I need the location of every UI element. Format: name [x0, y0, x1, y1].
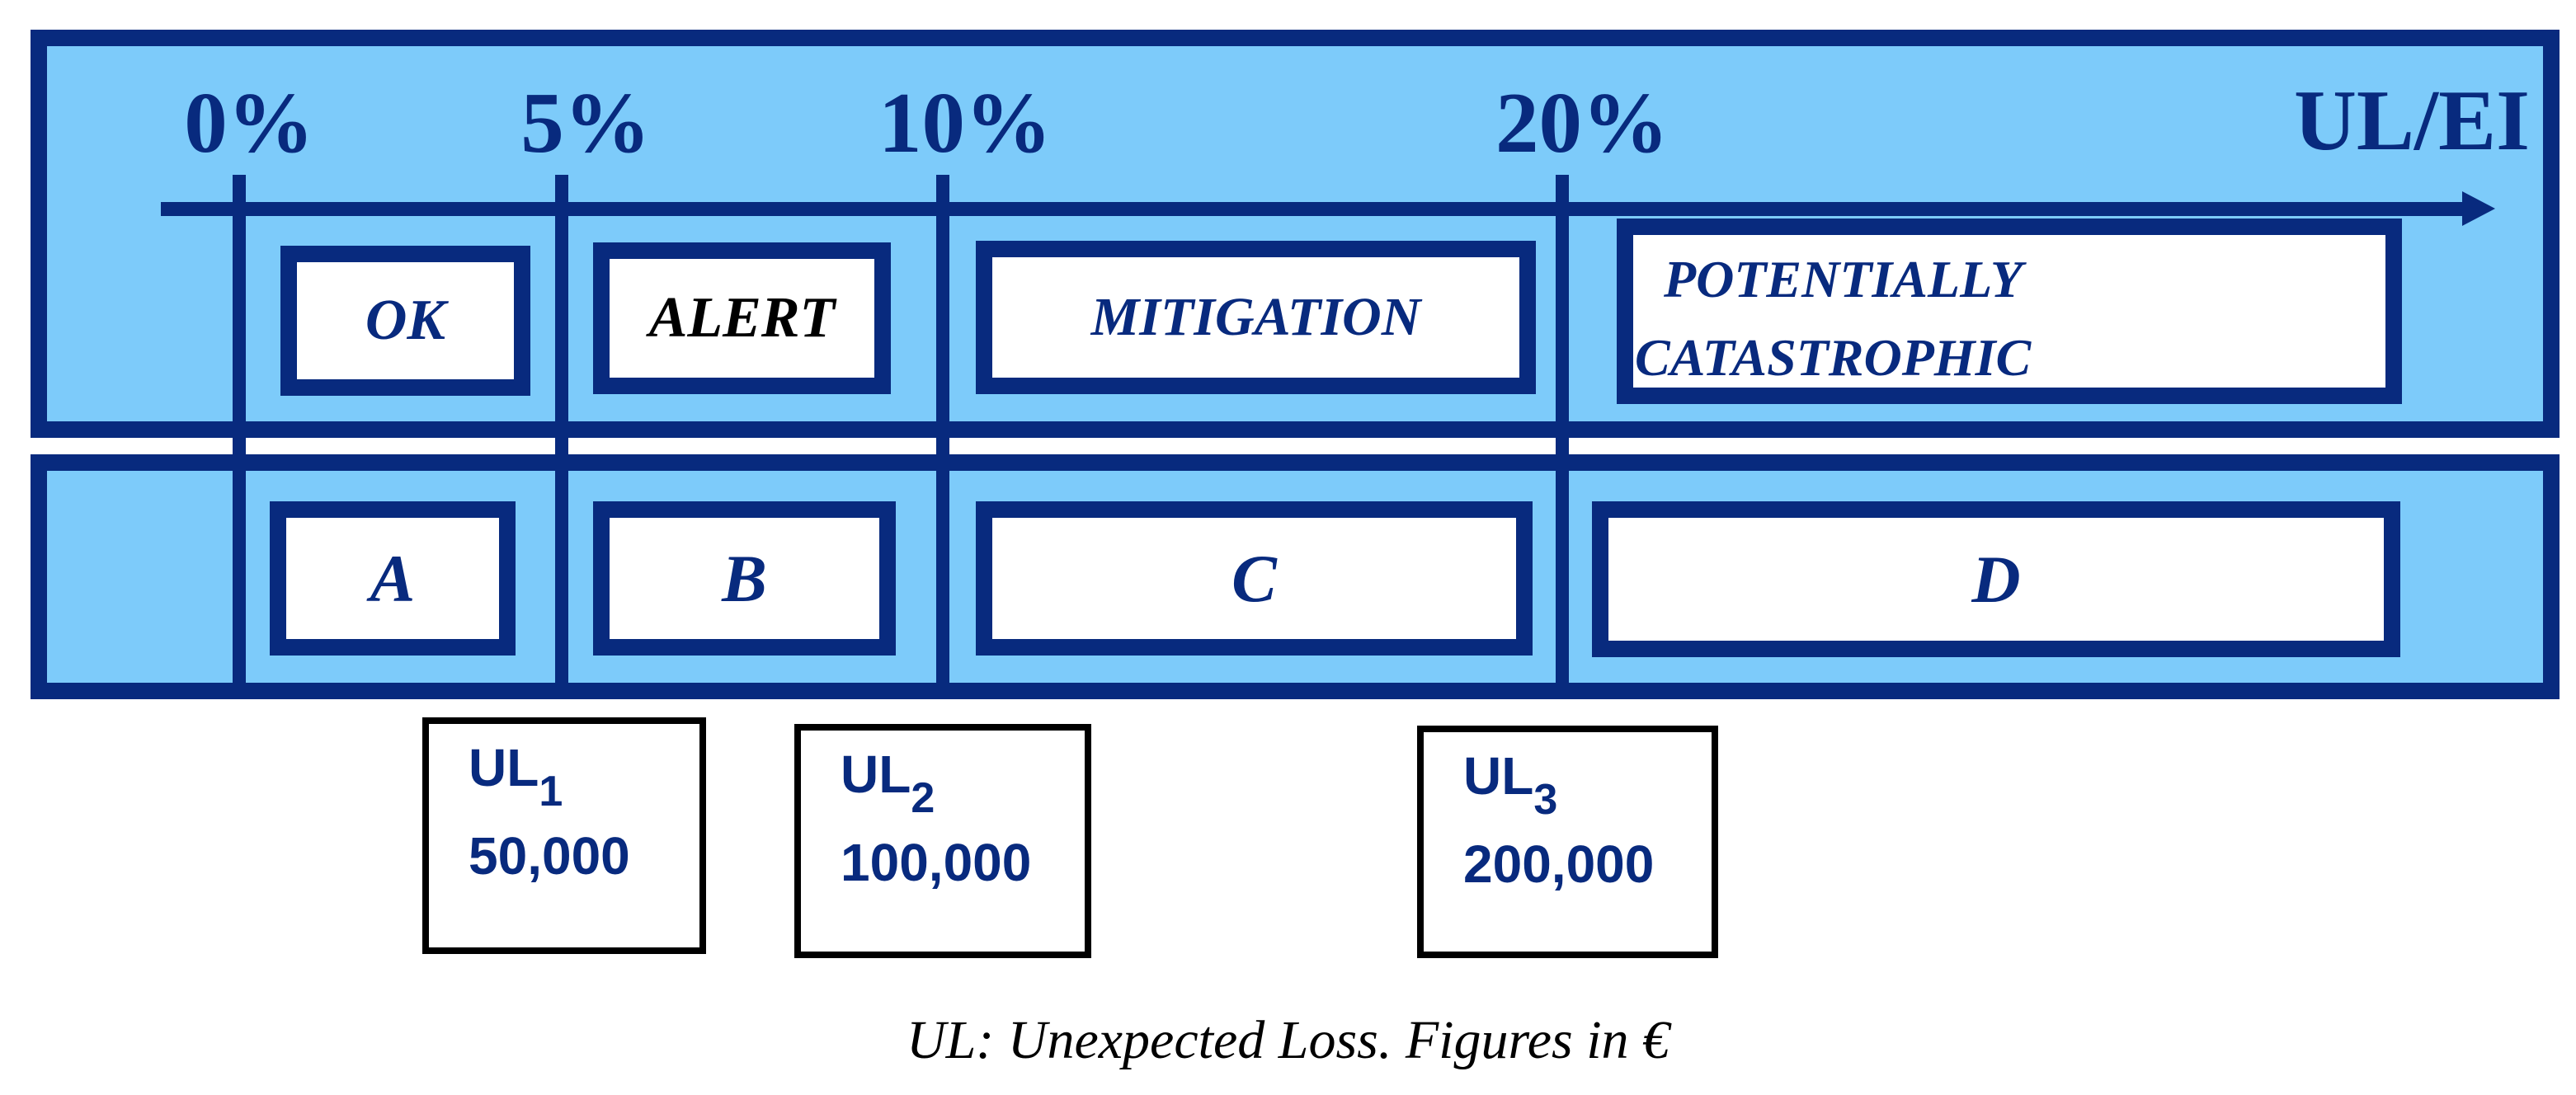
ul-label-2: UL2 [841, 745, 1085, 822]
ul-box-2: UL2 100,000 [794, 724, 1091, 958]
category-label-d: D [1971, 541, 2021, 617]
ul-value-3: 200,000 [1463, 834, 1655, 894]
category-label-a: A [370, 540, 416, 616]
category-box-d: D [1592, 501, 2400, 657]
axis-end-label: UL/EI [2294, 72, 2530, 168]
axis-arrow-line [161, 202, 2464, 216]
ul-name-2: UL [841, 745, 911, 804]
category-box-c: C [976, 501, 1533, 656]
threshold-line-20pct [1556, 175, 1569, 699]
zone-box-mitigation: MITIGATION [976, 241, 1536, 394]
ul-box-1: UL1 50,000 [422, 717, 706, 954]
ul-subscript-3: 3 [1533, 776, 1558, 824]
ul-name-1: UL [469, 738, 539, 797]
category-label-c: C [1231, 540, 1277, 616]
ul-subscript-1: 1 [539, 768, 563, 815]
ul-label-3: UL3 [1463, 750, 1712, 824]
axis-arrowhead-icon [2462, 191, 2495, 226]
tick-label-20pct: 20% [1495, 74, 1669, 171]
zone-box-alert: ALERT [593, 242, 891, 394]
threshold-line-0pct [233, 175, 246, 699]
zone-label-ok: OK [365, 289, 446, 352]
tick-label-5pct: 5% [520, 74, 651, 171]
category-box-a: A [270, 501, 516, 656]
ul-label-1: UL1 [469, 738, 699, 815]
ul-value-2: 100,000 [841, 833, 1032, 892]
caption: UL: Unexpected Loss. Figures in € [906, 1010, 1670, 1070]
tick-label-0pct: 0% [184, 74, 314, 171]
tick-label-10pct: 10% [878, 74, 1052, 171]
ul-name-3: UL [1463, 746, 1534, 806]
zone-label-potentially: POTENTIALLY [1664, 250, 2023, 308]
zone-label-mitigation: MITIGATION [1090, 287, 1421, 347]
category-box-b: B [593, 501, 896, 656]
ul-value-1: 50,000 [469, 826, 630, 886]
zone-label-alert: ALERT [648, 286, 836, 350]
threshold-line-5pct [555, 175, 568, 699]
threshold-line-10pct [936, 175, 949, 699]
ul-subscript-2: 2 [911, 774, 935, 822]
category-label-b: B [722, 540, 767, 616]
zone-box-potentially-catastrophic: POTENTIALLY CATASTROPHIC [1617, 219, 2402, 404]
ul-box-3: UL3 200,000 [1417, 726, 1718, 958]
zone-box-ok: OK [280, 246, 530, 396]
zone-label-catastrophic: CATASTROPHIC [1635, 328, 2032, 387]
